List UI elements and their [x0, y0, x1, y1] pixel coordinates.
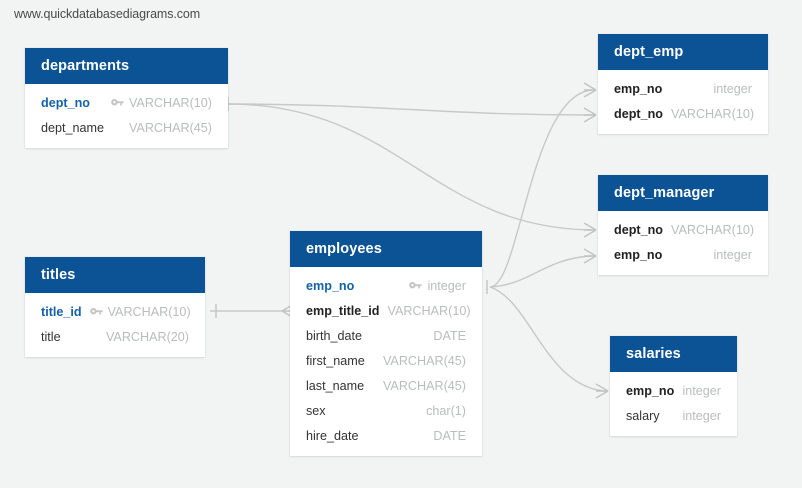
field-type: VARCHAR(45) — [128, 120, 212, 135]
field-type: DATE — [433, 328, 466, 343]
field-name: emp_no — [614, 81, 663, 96]
table-header-employees[interactable]: employees — [290, 231, 482, 267]
edge-departments-dept_manager — [227, 103, 597, 238]
table-body-departments: dept_no VARCHAR(10) dept_name VARCHAR(45… — [25, 84, 228, 148]
edge-titles-employees — [210, 303, 295, 319]
field-type: VARCHAR(10) — [128, 95, 212, 110]
table-dept_emp[interactable]: dept_emp emp_no integer dept_no VARCHAR(… — [598, 34, 768, 134]
table-body-titles: title_id VARCHAR(10) title VARCHAR(20) — [25, 293, 205, 357]
field-row[interactable]: title VARCHAR(20) — [25, 324, 205, 349]
edge-departments-dept_emp — [227, 97, 597, 123]
field-name: birth_date — [306, 328, 363, 343]
field-name: title — [41, 329, 61, 344]
table-body-dept_manager: dept_no VARCHAR(10) emp_no integer — [598, 211, 768, 275]
field-type: integer — [427, 278, 466, 293]
field-row[interactable]: emp_no integer — [610, 378, 737, 403]
table-body-employees: emp_no integer emp_title_id VARCHAR(10) — [290, 267, 482, 456]
field-row[interactable]: dept_name VARCHAR(45) — [25, 115, 228, 140]
field-name: emp_no — [306, 278, 355, 293]
key-icon — [89, 307, 103, 316]
field-type: integer — [682, 408, 721, 423]
table-departments[interactable]: departments dept_no VARCHAR(10) dept_nam… — [25, 48, 228, 148]
table-header-salaries[interactable]: salaries — [610, 336, 737, 372]
field-name: dept_no — [614, 222, 663, 237]
field-row[interactable]: dept_no VARCHAR(10) — [598, 101, 768, 126]
field-name: salary — [626, 408, 660, 423]
field-name: title_id — [41, 304, 82, 319]
field-type: VARCHAR(10) — [670, 222, 755, 237]
field-row[interactable]: dept_no VARCHAR(10) — [598, 217, 768, 242]
field-row[interactable]: title_id VARCHAR(10) — [25, 299, 205, 324]
edge-employees-dept_manager — [489, 248, 597, 288]
field-name: last_name — [306, 378, 365, 393]
field-row[interactable]: first_name VARCHAR(45) — [290, 348, 482, 373]
field-type: VARCHAR(45) — [382, 378, 466, 393]
field-name: hire_date — [306, 428, 359, 443]
field-name: first_name — [306, 353, 365, 368]
field-row[interactable]: hire_date DATE — [290, 423, 482, 448]
field-type: VARCHAR(20) — [105, 329, 189, 344]
field-name: dept_no — [41, 95, 90, 110]
watermark-url: www.quickdatabasediagrams.com — [14, 7, 201, 21]
table-header-dept_manager[interactable]: dept_manager — [598, 175, 768, 211]
table-salaries[interactable]: salaries emp_no integer salary integer — [610, 336, 737, 436]
table-titles[interactable]: titles title_id VARCHAR(10) title — [25, 257, 205, 357]
table-dept_manager[interactable]: dept_manager dept_no VARCHAR(10) emp_no … — [598, 175, 768, 275]
field-type: DATE — [433, 428, 466, 443]
key-icon — [409, 281, 423, 290]
field-row[interactable]: emp_no integer — [598, 76, 768, 101]
field-name: dept_no — [614, 106, 663, 121]
field-row[interactable]: birth_date DATE — [290, 323, 482, 348]
field-row[interactable]: dept_no VARCHAR(10) — [25, 90, 228, 115]
field-row[interactable]: salary integer — [610, 403, 737, 428]
table-header-departments[interactable]: departments — [25, 48, 228, 84]
field-name: emp_no — [614, 247, 663, 262]
field-type: VARCHAR(10) — [107, 304, 191, 319]
field-name: dept_name — [41, 120, 105, 135]
field-type: VARCHAR(10) — [670, 106, 755, 121]
field-type: VARCHAR(10) — [387, 303, 471, 318]
field-name: emp_no — [626, 383, 675, 398]
edge-employees-salaries — [489, 286, 609, 399]
field-type: char(1) — [426, 403, 466, 418]
field-row[interactable]: emp_no integer — [598, 242, 768, 267]
field-type: integer — [713, 247, 752, 262]
field-row[interactable]: emp_no integer — [290, 273, 482, 298]
field-row[interactable]: emp_title_id VARCHAR(10) — [290, 298, 482, 323]
field-type: integer — [713, 81, 752, 96]
table-header-dept_emp[interactable]: dept_emp — [598, 34, 768, 70]
table-header-titles[interactable]: titles — [25, 257, 205, 293]
table-employees[interactable]: employees emp_no integer emp_title_id — [290, 231, 482, 456]
table-body-dept_emp: emp_no integer dept_no VARCHAR(10) — [598, 70, 768, 134]
key-icon — [111, 98, 124, 107]
table-body-salaries: emp_no integer salary integer — [610, 372, 737, 436]
field-row[interactable]: sex char(1) — [290, 398, 482, 423]
field-type: VARCHAR(45) — [382, 353, 466, 368]
field-row[interactable]: last_name VARCHAR(45) — [290, 373, 482, 398]
field-name: sex — [306, 403, 326, 418]
edge-employees-dept_emp — [486, 82, 597, 294]
field-name: emp_title_id — [306, 303, 380, 318]
field-type: integer — [682, 383, 721, 398]
